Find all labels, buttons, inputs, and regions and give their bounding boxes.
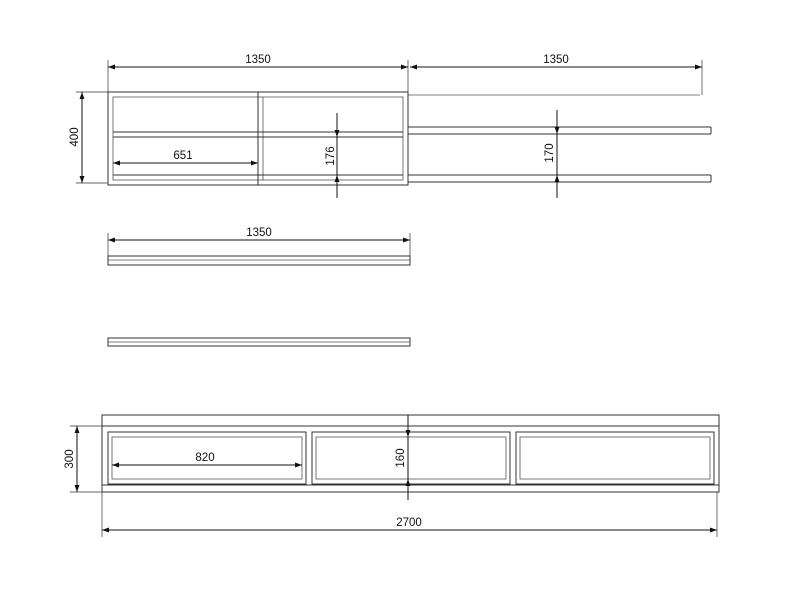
top-right-shelf-unit (407, 92, 712, 185)
board-lower (107, 337, 411, 347)
label-top-right-width: 1350 (543, 54, 569, 66)
label-drawer-height: 160 (395, 448, 407, 467)
top-left-shelf-unit (107, 91, 409, 186)
board-upper (107, 255, 411, 266)
drawer-1 (107, 431, 307, 485)
label-top-right-shelf-gap: 170 (544, 143, 556, 162)
label-top-shelf-gap: 176 (325, 146, 337, 165)
label-top-height: 400 (69, 127, 81, 146)
label-top-inner-width: 651 (173, 150, 192, 162)
drawer-2 (311, 431, 511, 485)
label-total-width: 2700 (396, 517, 422, 529)
bottom-tv-unit (101, 414, 720, 493)
drawer-3 (515, 431, 715, 485)
label-drawer-width: 820 (195, 452, 214, 464)
label-bottom-height: 300 (64, 449, 76, 468)
label-top-left-width: 1350 (245, 54, 271, 66)
label-board-width: 1350 (246, 227, 272, 239)
